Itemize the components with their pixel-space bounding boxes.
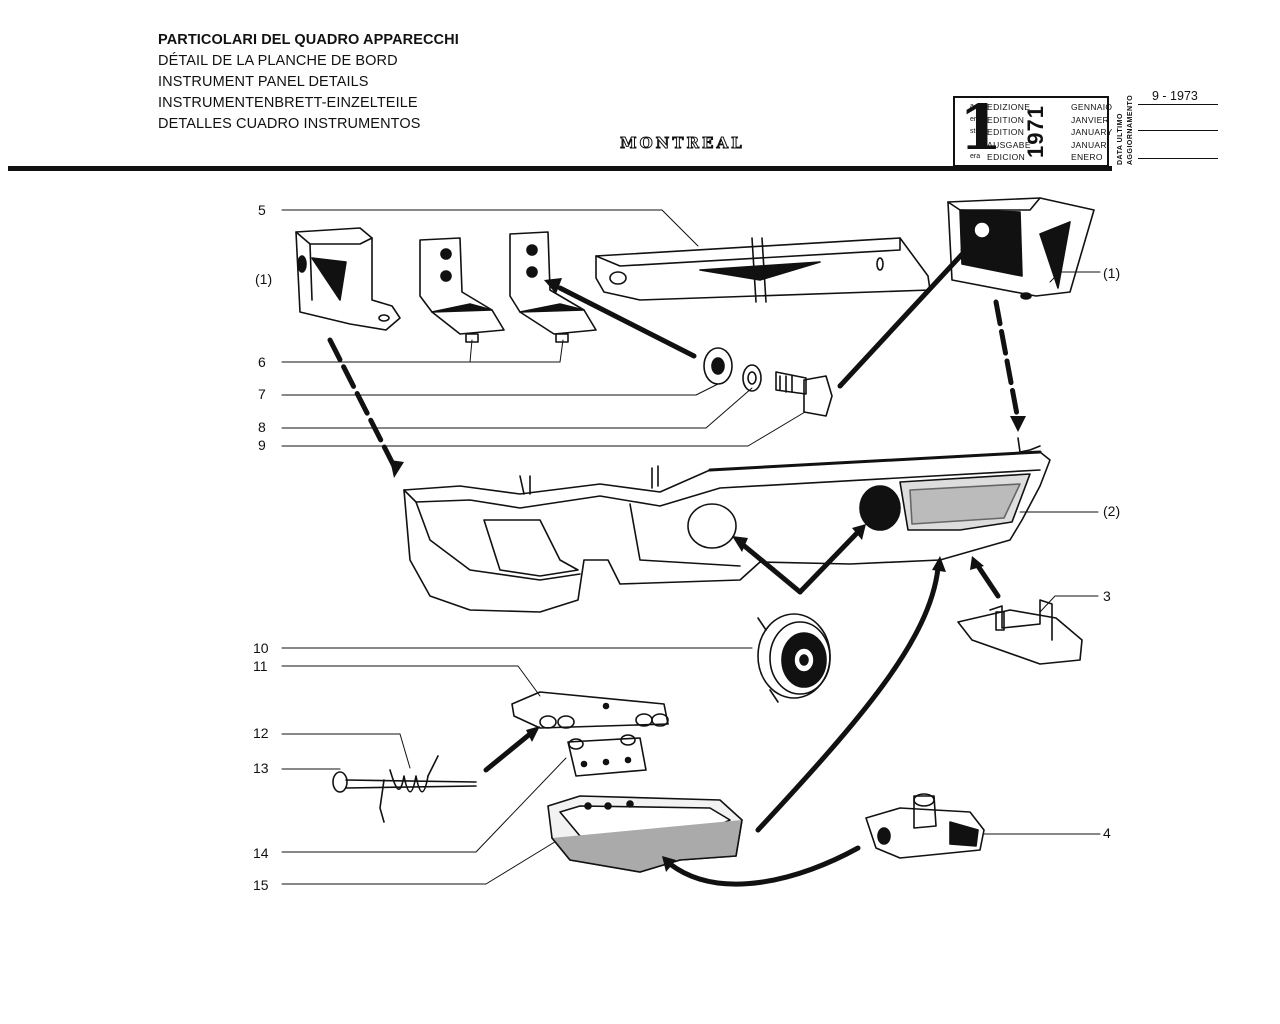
update-line	[1138, 104, 1218, 105]
arrow-latch	[667, 845, 861, 887]
arrow-speaker-left	[739, 541, 803, 595]
bracket-6	[419, 231, 597, 343]
arrow-head	[970, 556, 984, 570]
edition-word: EDITION	[987, 127, 1025, 137]
month: JANUAR	[1071, 139, 1107, 150]
callout-9: 9	[258, 437, 266, 453]
callout-13: 13	[253, 760, 269, 776]
callout-7: 7	[258, 386, 266, 402]
arrow-bracket1-left	[327, 337, 399, 473]
leader-5	[281, 209, 699, 247]
suffix: era	[970, 153, 981, 160]
leader-7	[281, 383, 719, 396]
arrow-head	[1010, 416, 1026, 432]
bracket-1-right	[947, 197, 1095, 300]
title-german: INSTRUMENTENBRETT-EINZELTEILE	[158, 95, 418, 111]
update-date: 9 - 1973	[1152, 89, 1198, 103]
header-titles: PARTICOLARI DEL QUADRO APPARECCHI DÉTAIL…	[158, 30, 459, 135]
arrow-head	[732, 536, 748, 552]
month: ENERO	[1071, 152, 1103, 162]
edition-word: EDICION	[987, 152, 1026, 162]
month: GENNAIO	[1071, 102, 1113, 112]
edition-word: EDITION	[987, 114, 1025, 125]
leader-9	[281, 411, 806, 447]
callout-2: (2)	[1103, 503, 1121, 519]
callout-10: 10	[253, 640, 269, 656]
edition-suffixes: a ere st . era	[970, 101, 980, 164]
edition-number: 1	[959, 91, 1003, 164]
callout-6: 6	[258, 354, 266, 370]
speaker-10	[757, 613, 831, 703]
arrow-head	[544, 278, 562, 294]
month: JANUARY	[1071, 127, 1113, 137]
edition-months: GENNAIO JANVIER JANUARY JANUAR ENERO	[1071, 101, 1113, 164]
suffix: .	[970, 140, 972, 148]
part-3	[957, 599, 1083, 665]
arrow-tray	[755, 565, 941, 833]
title-italian: PARTICOLARI DEL QUADRO APPARECCHI	[158, 32, 459, 48]
leader-8	[281, 387, 753, 429]
callout-11: 11	[253, 658, 268, 674]
callout-8: 8	[258, 419, 266, 435]
callout-5: 5	[258, 202, 266, 218]
edition-word: EDIZIONE	[987, 102, 1031, 112]
arrow-pin	[483, 731, 533, 773]
bracket-5	[595, 237, 931, 303]
arrow-head	[526, 726, 540, 742]
leader-15	[281, 839, 559, 885]
latch-4	[865, 793, 985, 859]
suffix: st	[970, 128, 976, 135]
arrow-speaker-right	[797, 529, 861, 595]
edition-word: AUSGABE	[987, 139, 1031, 150]
arrow-washer	[557, 285, 697, 359]
edition-words: EDIZIONE EDITION EDITION AUSGABE EDICION	[987, 101, 1031, 164]
arrow-bracket1-right	[993, 299, 1021, 423]
callout-1-left: (1)	[255, 271, 273, 287]
tray-15	[547, 795, 743, 873]
dashboard-panel	[403, 437, 1051, 613]
callout-14: 14	[253, 845, 269, 861]
callout-4: 4	[1103, 825, 1111, 841]
model-name: MONTREAL	[620, 134, 745, 153]
callout-1-right: (1)	[1103, 265, 1121, 281]
callout-12: 12	[253, 725, 269, 741]
arrow-head	[390, 460, 404, 478]
callout-3: 3	[1103, 588, 1111, 604]
arrow-bolt	[837, 247, 969, 389]
arrow-heads	[390, 240, 1026, 872]
arrow-head	[852, 524, 866, 540]
title-french: DÉTAIL DE LA PLANCHE DE BORD	[158, 53, 398, 69]
leader-6b	[469, 339, 473, 363]
callout-15: 15	[253, 877, 269, 893]
assembly-arrows	[327, 247, 1021, 887]
title-english: INSTRUMENT PANEL DETAILS	[158, 74, 369, 90]
leader-lines	[281, 209, 1101, 885]
arrow-head	[960, 240, 976, 256]
update-line	[1138, 130, 1218, 131]
leader-14	[281, 757, 567, 853]
month: JANVIER	[1071, 114, 1109, 125]
update-line	[1138, 158, 1218, 159]
pin-spring	[332, 755, 477, 823]
bracket-1-left	[295, 227, 401, 331]
header-rule	[8, 166, 1112, 171]
title-spanish: DETALLES CUADRO INSTRUMENTOS	[158, 116, 421, 132]
arrow-head	[662, 856, 676, 872]
fasteners	[703, 347, 833, 417]
leader-12	[281, 733, 411, 769]
hinge-11	[511, 691, 669, 729]
arrow-part3	[975, 563, 1001, 599]
leader-11	[281, 665, 541, 697]
leader-3	[1039, 595, 1099, 613]
edition-box: 1 a ere st . era EDIZIONE EDITION EDITIO…	[953, 92, 1112, 167]
plate-14	[567, 734, 647, 777]
suffix: ere	[970, 115, 981, 123]
leader-6	[281, 339, 564, 363]
arrow-head	[932, 556, 946, 572]
suffix: a	[970, 103, 974, 110]
